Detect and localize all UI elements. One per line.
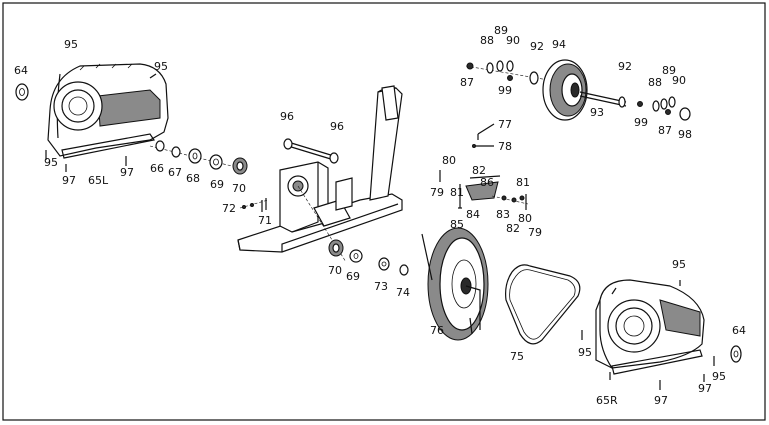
label-95: 95 (44, 156, 58, 169)
end-cap-64-right (730, 345, 742, 363)
label-74: 74 (396, 286, 410, 299)
main-frame (237, 85, 403, 263)
end-cap-64-left (15, 83, 29, 101)
label-83: 83 (496, 208, 510, 221)
label-96: 96 (330, 120, 344, 133)
label-77: 77 (498, 118, 512, 131)
label-99: 99 (498, 84, 512, 97)
right-cover-65R (595, 279, 705, 375)
label-78: 78 (498, 140, 512, 153)
label-98: 98 (678, 128, 692, 141)
label-95: 95 (154, 60, 168, 73)
label-73: 73 (374, 280, 388, 293)
label-70: 70 (232, 182, 246, 195)
label-89: 89 (662, 64, 676, 77)
label-69: 69 (346, 270, 360, 283)
label-90: 90 (672, 74, 686, 87)
label-66: 66 (150, 162, 164, 175)
label-87: 87 (658, 124, 672, 137)
label-92: 92 (530, 40, 544, 53)
label-65R: 65R (596, 394, 618, 407)
label-67: 67 (168, 166, 182, 179)
label-84: 84 (466, 208, 480, 221)
label-76: 76 (430, 324, 444, 337)
label-85: 85 (450, 218, 464, 231)
label-79: 79 (430, 186, 444, 199)
screws-left-cover (45, 73, 157, 172)
label-75: 75 (510, 350, 524, 363)
drive-belt-75 (505, 264, 581, 345)
label-64: 64 (14, 64, 28, 77)
label-81: 81 (516, 176, 530, 189)
bolts-72-71 (239, 198, 269, 212)
left-cover-65L (47, 63, 169, 159)
label-97: 97 (698, 382, 712, 395)
label-86: 86 (480, 176, 494, 189)
washer-stack-lower (328, 239, 409, 276)
diagram-border (2, 2, 766, 421)
label-72: 72 (222, 202, 236, 215)
label-95: 95 (712, 370, 726, 383)
label-82: 82 (472, 164, 486, 177)
label-80: 80 (518, 212, 532, 225)
label-97: 97 (62, 174, 76, 187)
label-97: 97 (654, 394, 668, 407)
rods-77-78 (472, 123, 495, 148)
label-79: 79 (528, 226, 542, 239)
tension-bracket (439, 170, 529, 210)
label-92: 92 (618, 60, 632, 73)
label-88: 88 (480, 34, 494, 47)
label-80: 80 (442, 154, 456, 167)
label-88: 88 (648, 76, 662, 89)
label-95: 95 (578, 346, 592, 359)
label-68: 68 (186, 172, 200, 185)
label-95: 95 (64, 38, 78, 51)
label-70: 70 (328, 264, 342, 277)
label-81: 81 (450, 186, 464, 199)
label-69: 69 (210, 178, 224, 191)
label-71: 71 (258, 214, 272, 227)
screws-right-cover (581, 330, 715, 390)
label-65L: 65L (88, 174, 109, 187)
label-95: 95 (672, 258, 686, 271)
flywheel-assembly (465, 59, 691, 121)
label-93: 93 (590, 106, 604, 119)
label-96: 96 (280, 110, 294, 123)
pulley-76 (421, 227, 489, 341)
washer-stack-left (149, 140, 248, 175)
part-labels: 95 64 95 95 97 65L 97 66 67 68 69 70 96 … (14, 24, 746, 407)
label-99: 99 (634, 116, 648, 129)
label-64: 64 (732, 324, 746, 337)
label-97: 97 (120, 166, 134, 179)
label-90: 90 (506, 34, 520, 47)
label-87: 87 (460, 76, 474, 89)
label-82: 82 (506, 222, 520, 235)
label-89: 89 (494, 24, 508, 37)
label-94: 94 (552, 38, 566, 51)
